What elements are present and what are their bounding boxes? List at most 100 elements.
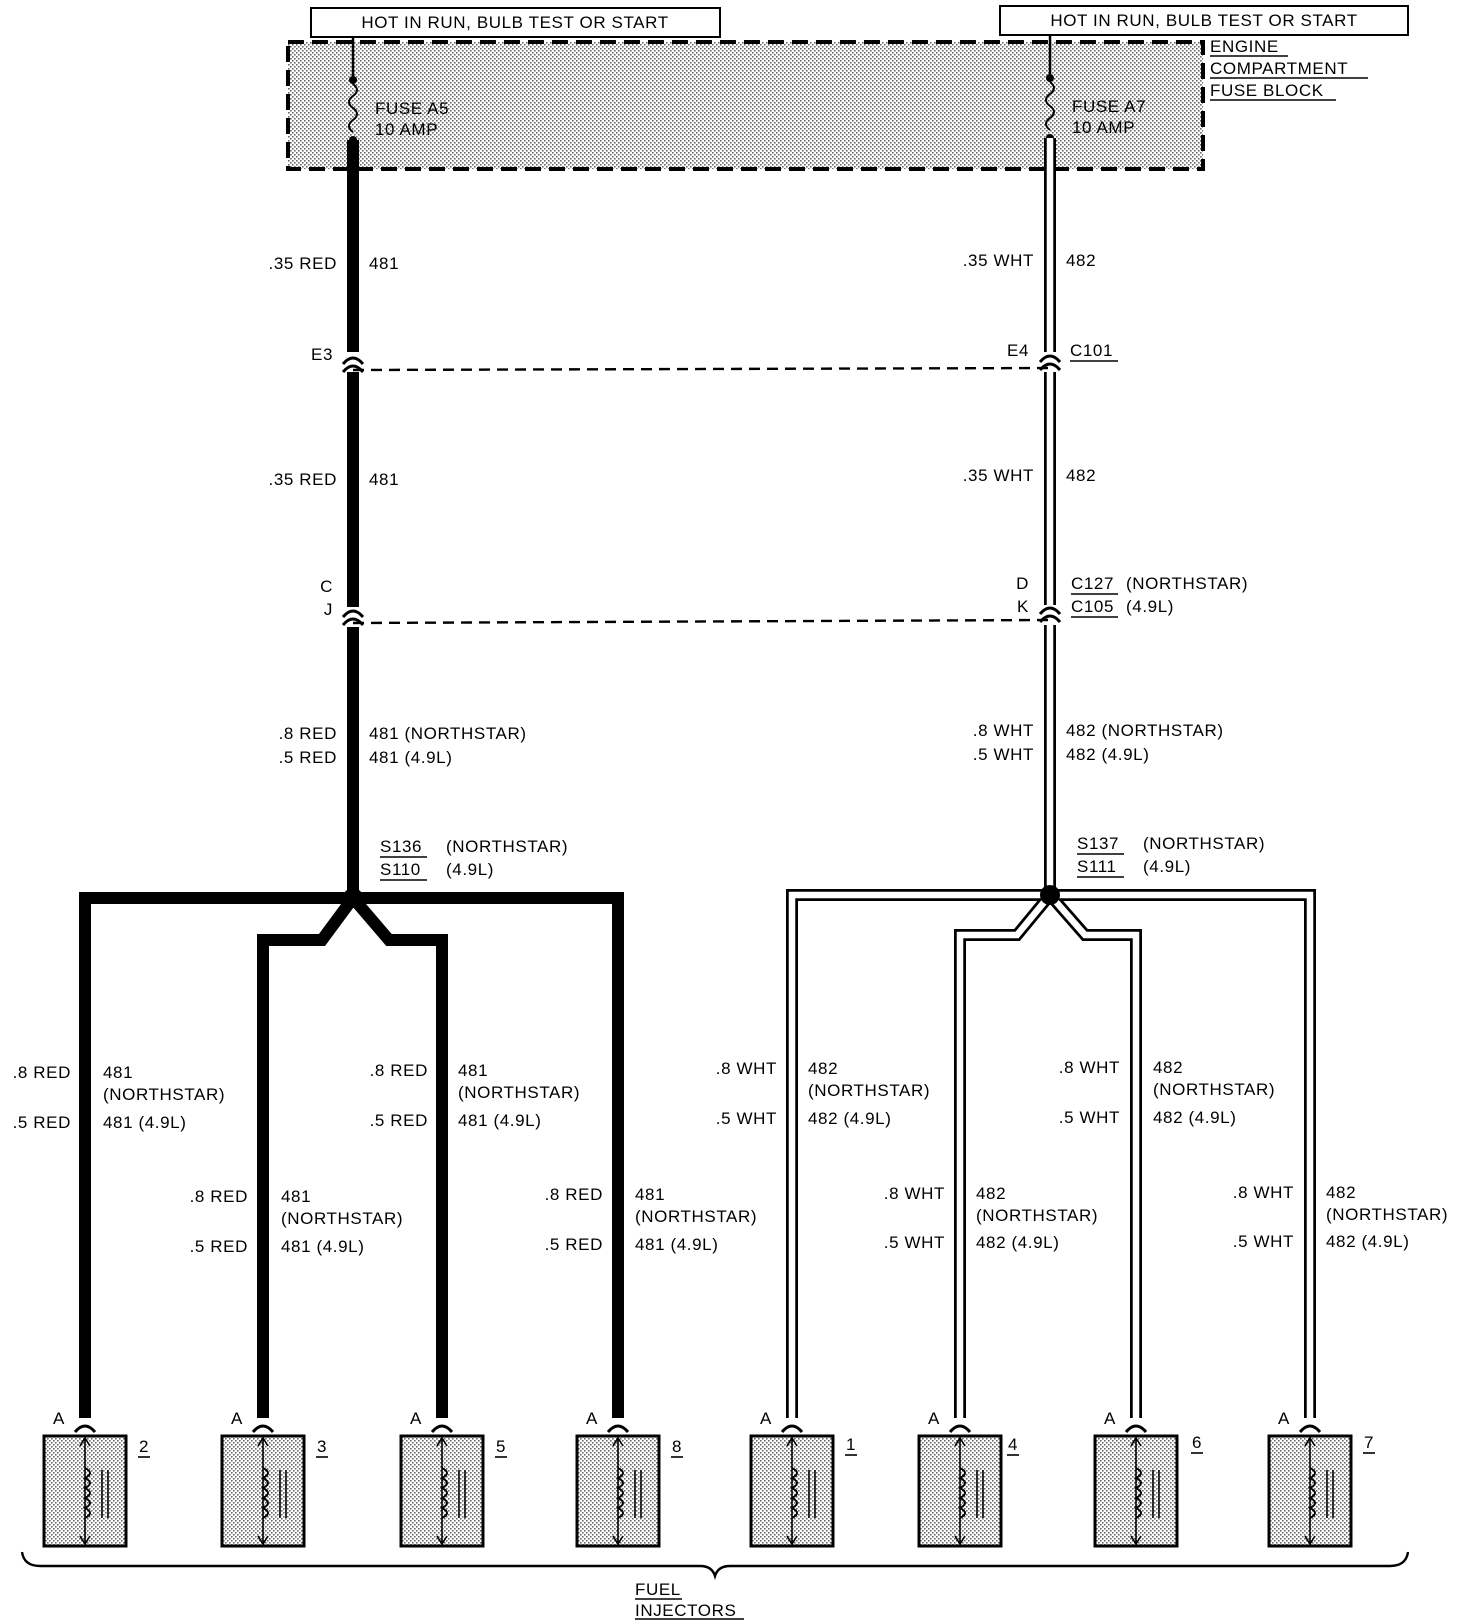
splice-s110-name: S110 [380,860,421,879]
splice-s137-name: S137 [1077,834,1119,853]
injector-7-number: 7 [1364,1433,1374,1452]
red-branch-injector-3 [257,894,358,1418]
red-branch-injector-2 [79,892,353,1418]
connector-c127-name: C127 [1071,574,1114,593]
red-seg3-color-b: .5 RED [279,748,337,767]
injector-8: A 8 [575,1409,683,1548]
branch-label-0: .8 RED 481 (NORTHSTAR) .5 RED 481 (4.9L) [13,1063,225,1132]
branch-1-color-a: .8 RED [190,1187,248,1206]
branch-0-color-a: .8 RED [13,1063,71,1082]
branch-7-circuit-b: 482 (4.9L) [1326,1232,1410,1251]
wht-seg3-color-a: .8 WHT [973,721,1034,740]
branch-4-color-a: .8 WHT [716,1059,777,1078]
white-branch-injector-7 [1050,891,1314,1418]
injector-6-number: 6 [1192,1433,1202,1452]
injector-8-coil-icon [615,1467,624,1519]
white-branch-injector-6 [1047,892,1140,1418]
branch-label-1: .8 RED 481 (NORTHSTAR) .5 RED 481 (4.9L) [190,1187,403,1256]
connector-c127-right-pin: D [1016,574,1029,593]
branch-7-circuit-a2: (NORTHSTAR) [1326,1205,1448,1224]
splice-s136-note: (NORTHSTAR) [446,837,568,856]
injector-5-coil-icon [439,1467,448,1519]
red-seg3-circuit-b: 481 (4.9L) [369,748,453,767]
injector-2-terminal-icon [73,1424,97,1434]
branch-5-circuit-a2: (NORTHSTAR) [976,1206,1098,1225]
injector-6-terminal-icon [1124,1424,1148,1434]
injector-3-number: 3 [317,1437,327,1456]
splice-s137-s111: S137 (NORTHSTAR) S111 (4.9L) [1077,834,1265,878]
branch-1-circuit-b: 481 (4.9L) [281,1237,365,1256]
branch-6-circuit-a2: (NORTHSTAR) [1153,1080,1275,1099]
branch-5-circuit-b: 482 (4.9L) [976,1233,1060,1252]
branch-3-circuit-a2: (NORTHSTAR) [635,1207,757,1226]
branch-4-circuit-a: 482 [808,1059,838,1078]
injector-5-pin: A [410,1409,422,1428]
wht-seg3-color-b: .5 WHT [973,745,1034,764]
injector-6-coil-icon [1133,1467,1142,1519]
fuse-block: ENGINE COMPARTMENT FUSE BLOCK [286,37,1368,171]
injector-2-number: 2 [139,1437,149,1456]
branch-label-7: .8 WHT 482 (NORTHSTAR) .5 WHT 482 (4.9L) [1233,1183,1448,1251]
connector-c101-boundary [352,366,1051,372]
power-source-left: HOT IN RUN, BULB TEST OR START [310,7,721,38]
injector-2-pin: A [53,1409,65,1428]
white-branch-injector-1 [788,891,1050,1418]
red-branch-injector-5 [348,894,448,1418]
injector-6-pin: A [1104,1409,1116,1428]
injector-7-pin: A [1278,1409,1290,1428]
injector-1-terminal-icon [780,1424,804,1434]
branch-3-color-a: .8 RED [545,1185,603,1204]
branch-5-circuit-a: 482 [976,1184,1006,1203]
injector-3-pin: A [231,1409,243,1428]
connector-c101-left-terminal-icon [341,356,365,366]
connector-c101-left-pin: E3 [311,345,333,364]
injector-7-terminal-icon [1298,1424,1322,1434]
red-seg2-circuit: 481 [369,470,399,489]
splice-s137-dot [1040,885,1060,905]
splice-s110-note: (4.9L) [446,860,494,879]
power-source-right: HOT IN RUN, BULB TEST OR START [999,5,1409,36]
red-branch-injector-8 [353,892,624,1418]
branch-7-color-b: .5 WHT [1233,1232,1294,1251]
branch-2-color-a: .8 RED [370,1061,428,1080]
connector-c105-note: (4.9L) [1126,597,1174,616]
injector-4-number: 4 [1008,1435,1018,1454]
wht-seg1-color: .35 WHT [963,251,1034,270]
branch-label-4: .8 WHT 482 (NORTHSTAR) .5 WHT 482 (4.9L) [716,1059,930,1128]
branch-7-circuit-a: 482 [1326,1183,1356,1202]
connector-c101-right-terminal-icon [1038,354,1062,364]
fuse-a7: FUSE A7 10 AMP [1045,35,1146,142]
red-seg3-circuit-a: 481 (NORTHSTAR) [369,724,527,743]
wht-seg1-circuit: 482 [1066,251,1096,270]
branch-0-color-b: .5 RED [13,1113,71,1132]
red-seg2-color: .35 RED [269,470,337,489]
injector-6: A 6 [1093,1409,1203,1548]
connector-c101: E3 E4 C101 [311,341,1118,374]
branch-2-color-b: .5 RED [370,1111,428,1130]
branch-1-circuit-a2: (NORTHSTAR) [281,1209,403,1228]
injector-5-terminal-icon [430,1424,454,1434]
connector-c105-right-pin: K [1017,597,1029,616]
fuel-injectors-label-2: INJECTORS [635,1601,736,1620]
connector-c127-note: (NORTHSTAR) [1126,574,1248,593]
connector-c105-name: C105 [1071,597,1114,616]
wht-seg2-circuit: 482 [1066,466,1096,485]
splice-s136-s110: S136 (NORTHSTAR) S110 (4.9L) [380,837,568,881]
injector-8-terminal-icon [606,1424,630,1434]
injector-8-pin: A [586,1409,598,1428]
injector-1-number: 1 [846,1435,856,1454]
power-label-left: HOT IN RUN, BULB TEST OR START [361,13,668,32]
fuse-a7-element-icon [1045,81,1055,131]
connector-c101-right-pin: E4 [1007,341,1029,360]
injector-1: A 1 [749,1409,857,1548]
injector-5-number: 5 [496,1437,506,1456]
injector-7: A 7 [1267,1409,1375,1548]
connector-c127-left-pin: C [320,577,333,596]
injector-group-brace [20,1551,1410,1581]
splice-s111-name: S111 [1077,857,1117,876]
branch-3-color-b: .5 RED [545,1235,603,1254]
branch-label-2: .8 RED 481 (NORTHSTAR) .5 RED 481 (4.9L) [370,1061,580,1130]
branch-5-color-b: .5 WHT [884,1233,945,1252]
connector-c105-left-pin: J [324,600,333,619]
